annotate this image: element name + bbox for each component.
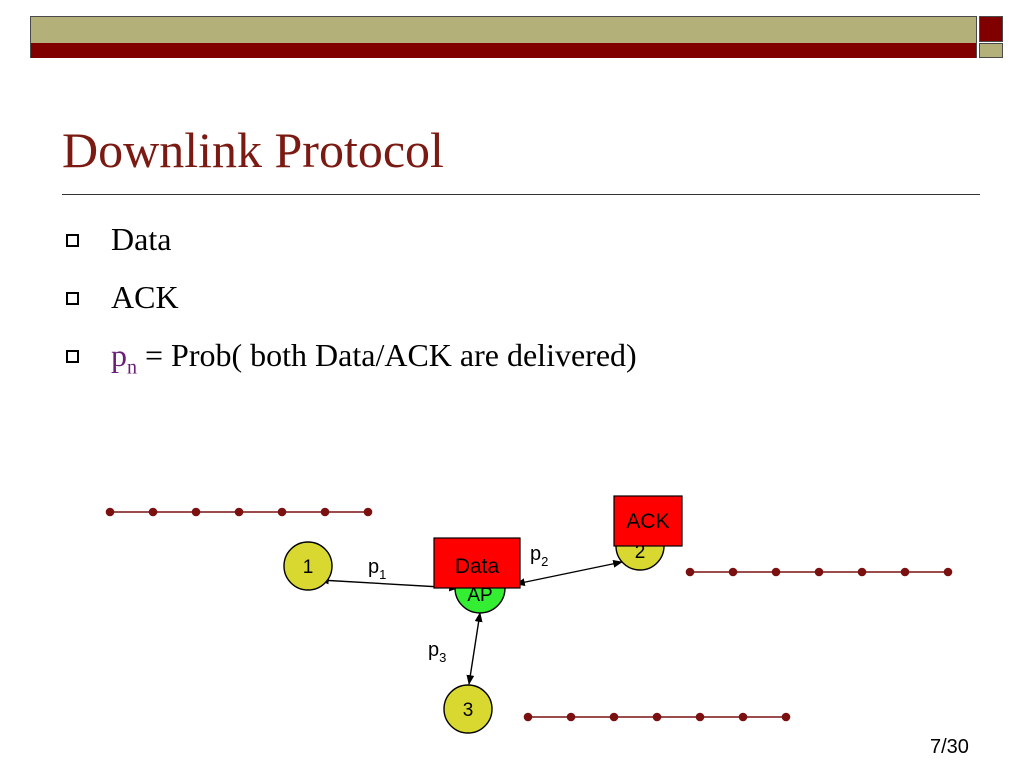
bullet-text: Data — [111, 221, 172, 257]
bullet-text: = Prob( both Data/ACK are delivered) — [137, 337, 637, 373]
title-divider — [62, 194, 980, 195]
access-point-label: AP — [467, 585, 492, 606]
square-bullet-icon — [66, 350, 79, 364]
station-node-3: 3 — [443, 684, 493, 734]
square-bullet-icon — [66, 292, 79, 306]
header-bar-olive — [31, 17, 976, 43]
header-corner-olive — [979, 43, 1003, 58]
ack-packet-label: ACK — [626, 510, 669, 533]
bullet-item-pn: pn = Prob( both Data/ACK are delivered) — [66, 330, 637, 388]
link-label-p3: p3 — [428, 639, 446, 665]
data-packet-label: Data — [455, 555, 500, 578]
header-corner-maroon — [979, 16, 1003, 42]
link-ap-to-2 — [515, 559, 623, 587]
ack-packet: ACK — [613, 495, 683, 547]
bullet-list: Data ACK pn = Prob( both Data/ACK are de… — [66, 214, 637, 388]
slot-line-station-2 — [685, 567, 953, 577]
bullet-item-ack: ACK — [66, 272, 637, 330]
page-number: 7/30 — [930, 736, 969, 758]
slide-title: Downlink Protocol — [62, 122, 444, 178]
header-bar — [30, 16, 977, 58]
slot-line-station-1 — [105, 507, 373, 517]
link-label-p1: p1 — [368, 556, 386, 582]
pn-symbol: pn — [111, 337, 137, 379]
station-label: 2 — [635, 542, 646, 563]
link-ap-to-3 — [466, 612, 483, 685]
station-node-1: 1 — [283, 541, 333, 591]
data-packet: Data — [433, 537, 521, 589]
bullet-item-data: Data — [66, 214, 637, 272]
station-label: 1 — [303, 557, 314, 578]
station-label: 3 — [463, 700, 474, 721]
bullet-text: ACK — [111, 279, 179, 315]
header-bar-maroon — [31, 43, 976, 58]
link-label-p2: p2 — [530, 543, 548, 569]
square-bullet-icon — [66, 234, 79, 248]
slot-line-station-3 — [523, 712, 791, 722]
